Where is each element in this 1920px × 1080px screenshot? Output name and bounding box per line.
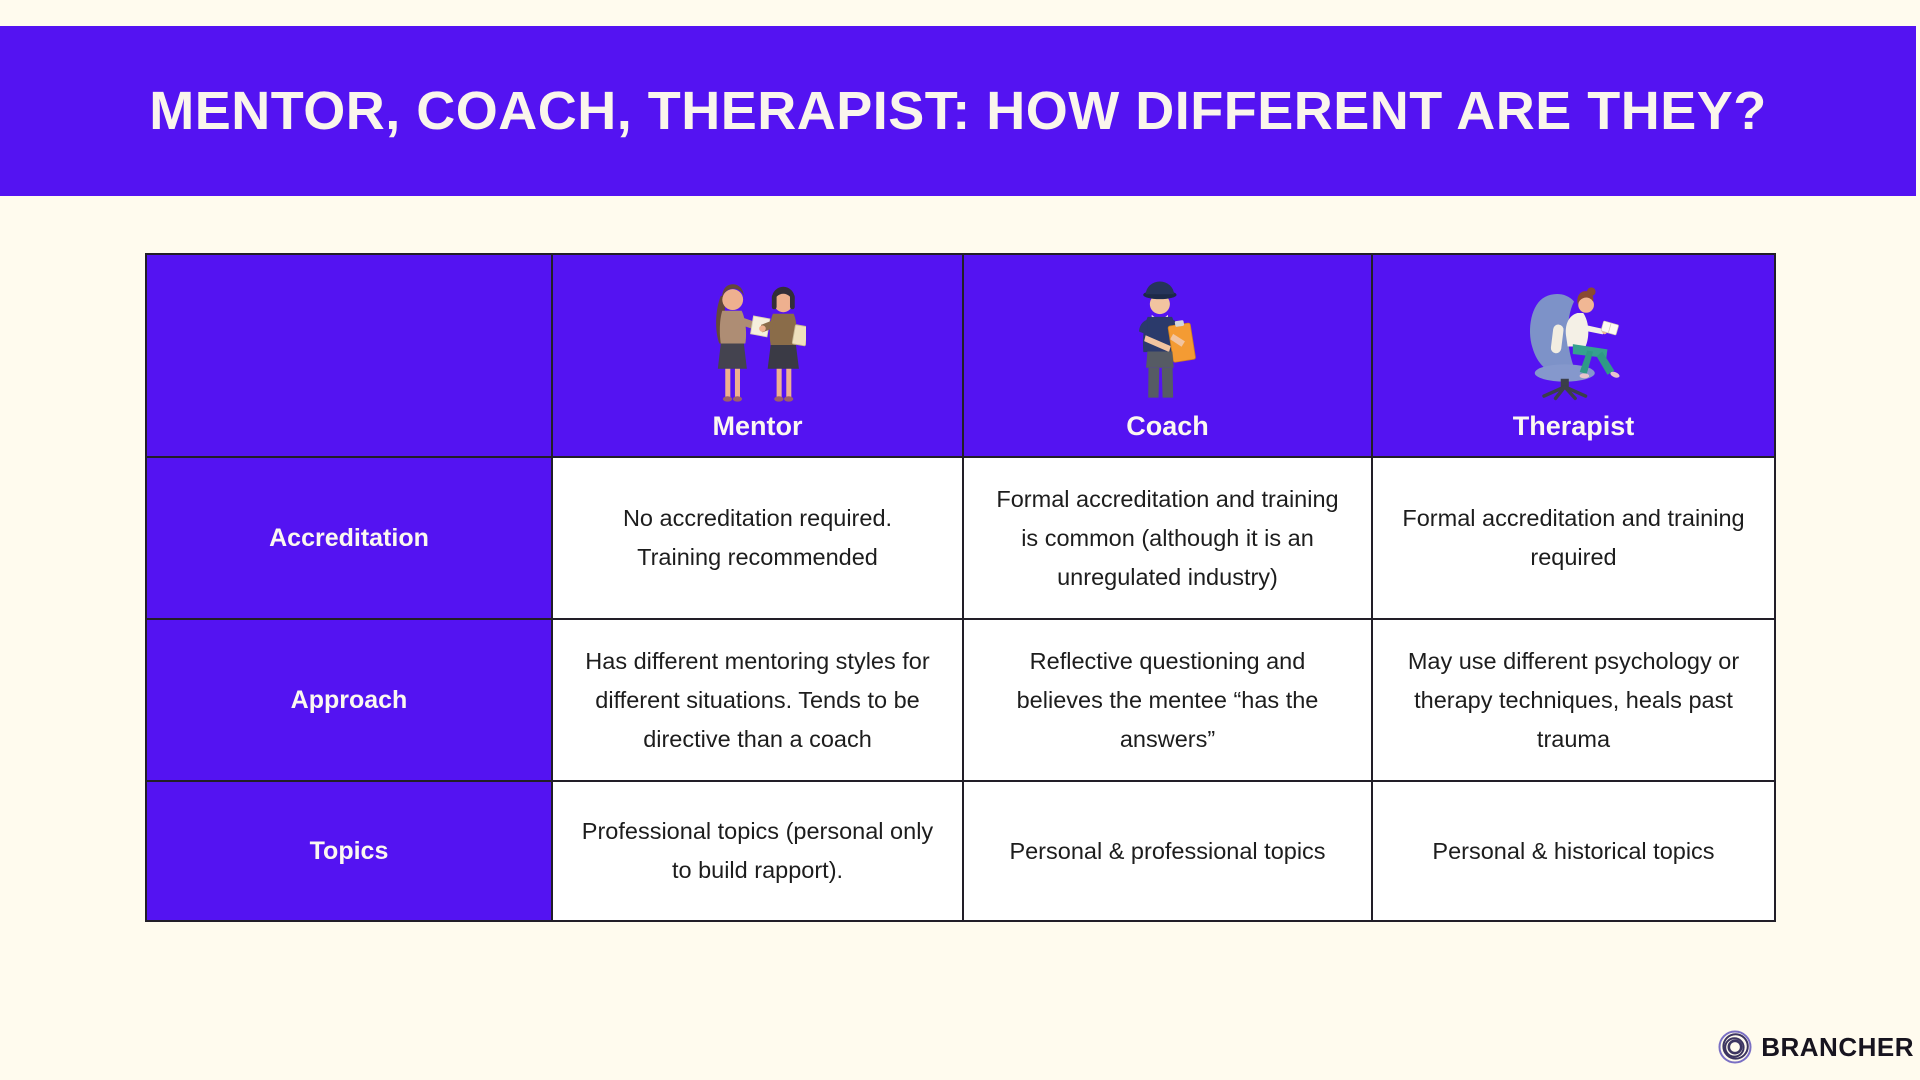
cell-topics-coach: Personal & professional topics — [964, 782, 1371, 920]
corner-cell — [147, 255, 551, 456]
mentor-illustration-icon — [710, 281, 806, 403]
brancher-logo-rings-icon — [1714, 1026, 1756, 1068]
therapist-illustration-icon — [1524, 283, 1624, 403]
row-label-accreditation: Accreditation — [147, 458, 551, 618]
column-label-mentor: Mentor — [712, 411, 803, 441]
cell-approach-mentor: Has different mentoring styles for diffe… — [553, 620, 962, 780]
column-header-therapist: Therapist — [1373, 255, 1774, 456]
brand-name: BRANCHER — [1761, 1031, 1914, 1062]
coach-illustration-icon — [1134, 281, 1202, 403]
row-label-approach: Approach — [147, 620, 551, 780]
cell-topics-mentor: Professional topics (personal only to bu… — [553, 782, 962, 920]
page-title: MENTOR, COACH, THERAPIST: HOW DIFFERENT … — [149, 81, 1767, 141]
cell-approach-therapist: May use different psychology or therapy … — [1373, 620, 1774, 780]
cell-accreditation-coach: Formal accreditation and training is com… — [964, 458, 1371, 618]
cell-topics-therapist: Personal & historical topics — [1373, 782, 1774, 920]
row-label-topics: Topics — [147, 782, 551, 920]
cell-accreditation-mentor: No accreditation required. Training reco… — [553, 458, 962, 618]
column-header-coach: Coach — [964, 255, 1371, 456]
comparison-table: Mentor — [145, 253, 1776, 922]
column-label-therapist: Therapist — [1512, 411, 1635, 441]
brand-footer: BRANCHER — [1714, 1026, 1914, 1068]
column-label-coach: Coach — [1126, 411, 1209, 441]
cell-accreditation-therapist: Formal accreditation and training requir… — [1373, 458, 1774, 618]
cell-approach-coach: Reflective questioning and believes the … — [964, 620, 1371, 780]
title-banner: MENTOR, COACH, THERAPIST: HOW DIFFERENT … — [0, 26, 1916, 196]
column-header-mentor: Mentor — [553, 255, 962, 456]
